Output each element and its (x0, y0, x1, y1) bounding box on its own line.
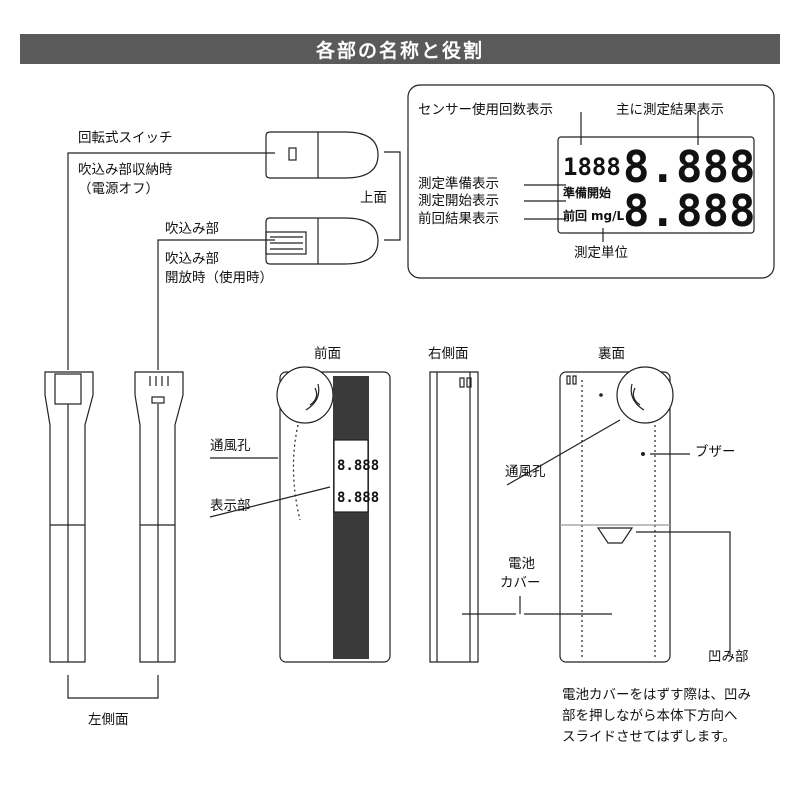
front-lcd-digits-2: 8.888 (337, 490, 379, 506)
vent-front-label: 通風孔 (210, 438, 251, 454)
legend-previous: 前回結果表示 (418, 211, 499, 227)
open-state-label: 吹込み部 (165, 251, 219, 267)
stored-state-label: 吹込み部収納時 (78, 162, 173, 178)
buzzer-label: ブザー (695, 444, 736, 460)
top-view-label: 上面 (360, 190, 387, 206)
left-side-view-stowed (44, 371, 94, 663)
lcd-count-digits: 1888 (563, 153, 621, 181)
top-view-open (265, 217, 379, 265)
display-part-label: 表示部 (210, 498, 251, 514)
lcd-prev: 前回 (563, 208, 587, 223)
back-view-label: 裏面 (598, 346, 625, 362)
front-lcd-digits: 8.888 (337, 458, 379, 474)
battery-cover-label-2: カバー (500, 575, 541, 591)
back-view (462, 366, 731, 663)
mouthpiece-label: 吹込み部 (165, 221, 219, 237)
front-view (209, 366, 391, 663)
section-header: 各部の名称と役割 (20, 34, 780, 64)
legend-start: 測定開始表示 (418, 193, 499, 209)
lcd-main-top: 8.888 (623, 142, 755, 193)
power-off-label: （電源オフ） (78, 181, 159, 197)
legend-unit: 測定単位 (574, 245, 628, 261)
battery-cover-label-1: 電池 (508, 556, 535, 572)
recess-label: 凹み部 (708, 649, 749, 665)
right-view-label: 右側面 (428, 346, 469, 362)
legend-main-result: 主に測定結果表示 (616, 102, 724, 118)
rotary-switch-label: 回転式スイッチ (78, 130, 173, 146)
vent-back-label: 通風孔 (505, 464, 546, 480)
lcd-prep-start: 準備開始 (563, 185, 611, 200)
battery-note: 電池カバーをはずす際は、凹み 部を押しながら本体下方向へ スライドさせてはずしま… (562, 687, 751, 745)
front-view-label: 前面 (314, 346, 341, 362)
lcd-unit: mg/L (591, 209, 624, 223)
in-use-label: 開放時（使用時） (165, 270, 273, 286)
legend-sensor-count: センサー使用回数表示 (418, 102, 553, 118)
right-side-view (429, 371, 479, 663)
left-view-label: 左側面 (88, 712, 129, 728)
legend-prep: 測定準備表示 (418, 176, 499, 192)
lcd-main-bottom: 8.888 (623, 186, 755, 237)
left-side-view-open (134, 371, 184, 663)
top-view-stowed (265, 131, 379, 179)
